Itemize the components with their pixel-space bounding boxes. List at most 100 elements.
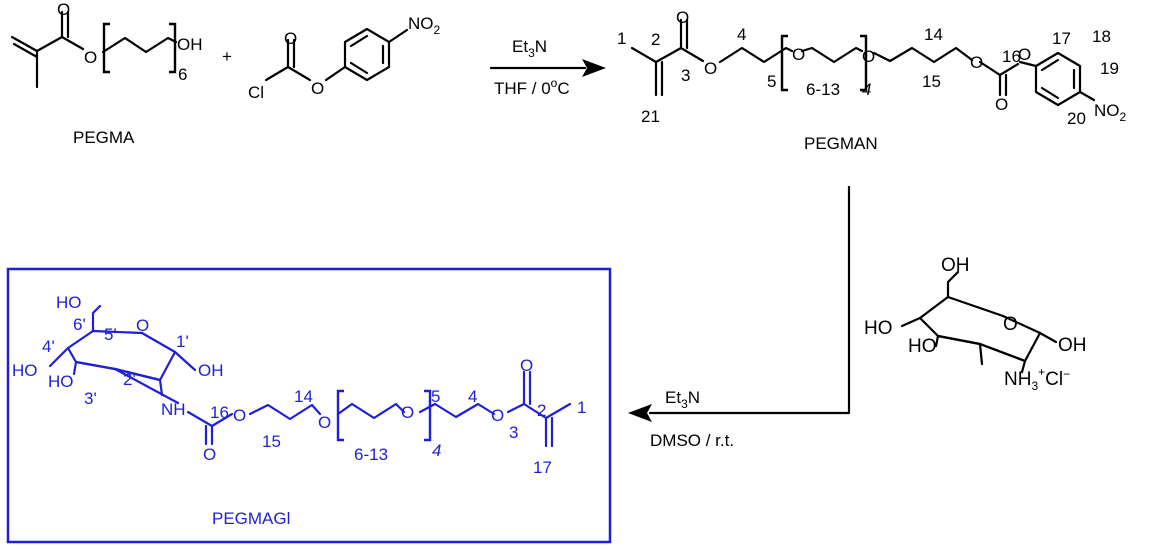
pegmagl-num-14: 14 — [294, 387, 313, 406]
glucosamine-o-ring: O — [1003, 314, 1018, 335]
nitrophenyl-chloroformate-structure: O Cl O NO2 — [248, 14, 441, 102]
pegmagl-num-16: 16 — [210, 403, 229, 422]
glucosamine-ho-mid: HO — [908, 336, 937, 357]
chloroformate-o-carbonyl: O — [284, 29, 297, 48]
pegmagl-o-carbonyl: O — [520, 356, 533, 375]
pegman-methacrylate-bonds — [630, 18, 705, 97]
pegma-bonds — [10, 10, 178, 89]
pegman-o-carb-carbonyl: O — [995, 95, 1008, 114]
pegman-num-16: 16 — [1002, 47, 1021, 66]
pegmagl-num-5: 5 — [431, 387, 440, 406]
pegmagl-num-6-13: 6-13 — [354, 445, 388, 464]
pegma-right-bracket — [169, 22, 177, 74]
pegmagl-o-ester: O — [491, 406, 504, 425]
pegman-num-14: 14 — [924, 25, 943, 44]
glucosamine-ho-left: HO — [864, 318, 893, 339]
pegmagl-num-3: 3 — [509, 423, 518, 442]
pegmagl-num-1p: 1' — [176, 332, 189, 351]
pegman-left-bracket — [780, 34, 788, 92]
pegman-right-bracket — [860, 34, 868, 92]
pegmagl-num-5p: 5' — [104, 325, 117, 344]
pegman-num-5: 5 — [767, 72, 776, 91]
glucosamine-substituents — [900, 270, 1058, 374]
glucosamine-oh-top: OH — [941, 255, 970, 276]
pegmagl-repeat-n: 4 — [432, 441, 441, 460]
pegmagl-chain-bonds — [186, 370, 572, 448]
chloroformate-nitro: NO2 — [408, 14, 441, 37]
pegman-num-19: 19 — [1100, 59, 1119, 78]
pegman-num-3: 3 — [681, 66, 690, 85]
pegman-num-1: 1 — [617, 29, 626, 48]
pegmagl-ho-left: HO — [12, 361, 38, 380]
pegmagl-left-bracket — [336, 389, 344, 442]
pegman-num-20: 20 — [1067, 109, 1086, 128]
pegman-num-4: 4 — [737, 25, 746, 44]
pegmagl-o-ether1: O — [318, 413, 331, 432]
pegman-ring — [1034, 51, 1096, 107]
pegman-num-17: 17 — [1052, 29, 1071, 48]
glucosamine-oh-right: OH — [1058, 335, 1087, 356]
pegman-o-ether2: O — [862, 47, 875, 66]
step2-arrow — [628, 185, 851, 422]
pegman-nitro: NO2 — [1094, 101, 1127, 124]
pegma-structure: O O OH 6 PEGMA — [10, 0, 203, 147]
pegmagl-o-carb-carbonyl: O — [203, 445, 216, 464]
pegman-o-ester: O — [704, 59, 717, 78]
pegmagl-num-3p: 3' — [84, 389, 97, 408]
pegmagl-num-2p: 2' — [123, 370, 136, 389]
chloroformate-nitro-bond — [387, 28, 409, 44]
step2-conditions: DMSO / r.t. — [650, 431, 734, 450]
pegmagl-num-2: 2 — [537, 401, 546, 420]
pegman-phenoxy-bond — [1018, 60, 1038, 68]
step1-reagent: Et3N — [512, 37, 547, 60]
pegma-o-ester: O — [84, 48, 97, 67]
pegman-num-18: 18 — [1092, 27, 1111, 46]
pegmagl-name: PEGMAGl — [212, 509, 290, 528]
step1-conditions: THF / 0oC — [494, 76, 570, 98]
product-box — [6, 267, 612, 544]
chloroformate-ring — [343, 27, 391, 82]
pegmagl-num-1: 1 — [577, 398, 586, 417]
pegman-o-carb-ester: O — [970, 53, 983, 72]
pegmagl-ho-top: HO — [56, 293, 82, 312]
glucosamine-structure: OH O HO HO OH NH3+Cl− — [864, 255, 1087, 393]
pegmagl-num-17: 17 — [533, 458, 552, 477]
pegma-left-bracket — [102, 22, 110, 74]
pegmagl-num-15: 15 — [262, 432, 281, 451]
pegmagl-oh-right: OH — [198, 361, 224, 380]
pegmagl-ho-mid: HO — [48, 372, 74, 391]
step2-reagent: Et3N — [665, 388, 700, 411]
pegmagl-num-4: 4 — [468, 387, 477, 406]
pegmagl-o-ring: O — [136, 316, 149, 335]
chloroformate-o-ester: O — [311, 79, 324, 98]
pegman-repeat-n: 4 — [862, 80, 871, 99]
plus-sign: + — [222, 47, 232, 66]
pegmagl-structure: HO O HO HO OH NH O O O O O O 6' 5' 4' 1'… — [12, 293, 586, 528]
pegman-structure: O O O O O O O NO2 1 2 3 4 5 6-13 4 14 15… — [617, 8, 1127, 153]
pegmagl-o-carb-ester: O — [233, 406, 246, 425]
chloroformate-bonds — [264, 38, 347, 82]
pegman-o-phenyl: O — [1018, 45, 1031, 64]
pegman-o-carbonyl: O — [676, 8, 689, 27]
pegmagl-num-4p: 4' — [42, 337, 55, 356]
pegman-name: PEGMAN — [804, 134, 878, 153]
pegman-num-6-13: 6-13 — [806, 80, 840, 99]
pegman-num-15: 15 — [922, 72, 941, 91]
pegmagl-right-bracket — [424, 389, 432, 442]
pegman-o-ether1: O — [792, 45, 805, 64]
pegmagl-o-ether2: O — [401, 403, 414, 422]
pegman-chain-bonds — [718, 46, 1020, 97]
pegman-num-2: 2 — [651, 30, 660, 49]
pegma-o-carbonyl: O — [57, 0, 70, 19]
pegmagl-nh: NH — [161, 400, 186, 419]
pegmagl-num-6p: 6' — [73, 315, 86, 334]
glucosamine-ammonium: NH3+Cl− — [1004, 365, 1070, 393]
chloroformate-cl: Cl — [248, 83, 264, 102]
pegma-oh: OH — [177, 35, 203, 54]
pegmagl-substituents — [48, 304, 197, 405]
pegma-repeat-n: 6 — [178, 65, 187, 84]
pegma-name: PEGMA — [73, 128, 135, 147]
pegman-num-21: 21 — [641, 107, 660, 126]
step1-arrow — [489, 59, 606, 77]
